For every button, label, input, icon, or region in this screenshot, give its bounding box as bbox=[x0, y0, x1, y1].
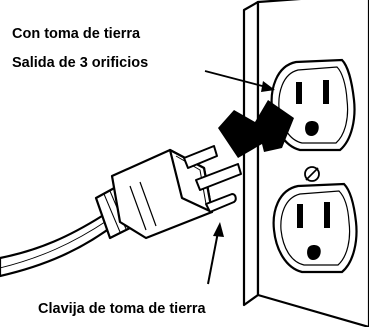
upper-slot-right bbox=[323, 80, 329, 104]
lower-receptacle bbox=[272, 182, 358, 274]
label-grounded: Con toma de tierra bbox=[12, 26, 141, 42]
label-outlet: Salida de 3 orificios bbox=[12, 55, 148, 71]
wall-plate bbox=[242, 0, 369, 327]
screw-icon bbox=[304, 166, 320, 182]
upper-ground-hole bbox=[305, 121, 319, 136]
upper-receptacle bbox=[270, 58, 356, 152]
lower-ground-hole bbox=[307, 245, 321, 260]
lower-slot-left bbox=[297, 204, 303, 228]
prong-top bbox=[183, 145, 218, 169]
prong-middle bbox=[195, 163, 242, 191]
lower-slot-right bbox=[324, 202, 330, 228]
ground-pin bbox=[205, 193, 237, 213]
plug-prongs bbox=[183, 145, 242, 213]
arrow-right-icon bbox=[218, 100, 294, 158]
outlet-pointer bbox=[204, 70, 275, 92]
label-ground-pin: Clavija de toma de tierra bbox=[38, 301, 207, 317]
ground-pin-pointer bbox=[207, 222, 224, 285]
upper-slot-left bbox=[296, 82, 302, 104]
power-cord bbox=[0, 214, 120, 278]
